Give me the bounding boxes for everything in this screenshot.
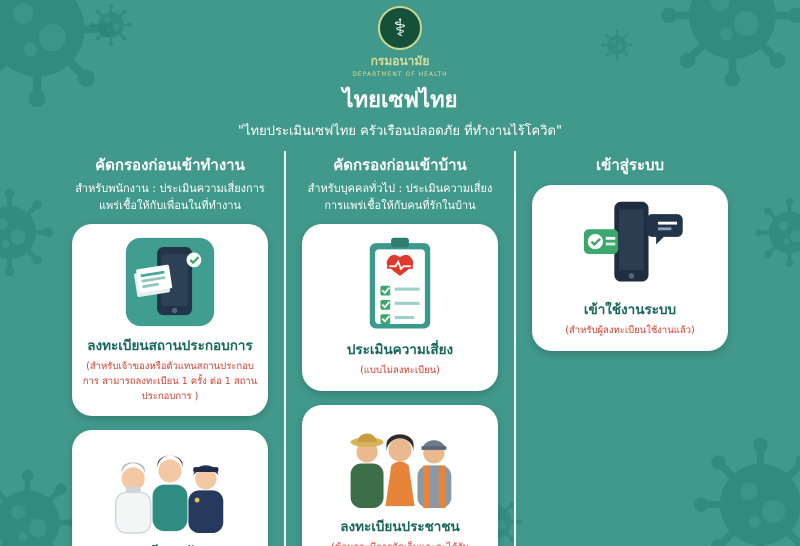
page-header: ⚕ กรมอนามัย DEPARTMENT OF HEALTH ไทยเซฟไ… bbox=[0, 0, 800, 141]
org-subtitle: DEPARTMENT OF HEALTH bbox=[352, 71, 448, 78]
column-work-subheader: สำหรับพนักงาน : ประเมินความเสี่ยงการ แพร… bbox=[75, 182, 265, 213]
org-name: กรมอนามัย bbox=[370, 54, 430, 68]
page-subtitle: "ไทยประเมินเซฟไทย ครัวเรือนปลอดภัย ที่ทำ… bbox=[238, 124, 562, 139]
menu-columns: คัดกรองก่อนเข้าทำงาน สำหรับพนักงาน : ประ… bbox=[0, 151, 800, 546]
card-register-employee[interactable]: ลงทะเบียนพนักงาน (สถานประกอบการที่ท่านสั… bbox=[72, 430, 268, 546]
card-register-establishment[interactable]: ลงทะเบียนสถานประกอบการ (สำหรับเจ้าของหรื… bbox=[72, 224, 268, 417]
card-title: ประเมินความเสี่ยง bbox=[346, 342, 454, 359]
card-title: ลงทะเบียนพนักงาน bbox=[82, 540, 258, 546]
risk-assessment-clipboard-icon bbox=[369, 237, 431, 329]
column-home-header: คัดกรองก่อนเข้าบ้าน bbox=[333, 156, 467, 174]
establishment-register-icon bbox=[125, 237, 215, 327]
column-login: เข้าสู่ระบบ bbox=[514, 151, 744, 546]
caduceus-icon: ⚕ bbox=[393, 14, 407, 42]
column-work-screening: คัดกรองก่อนเข้าทำงาน สำหรับพนักงาน : ประ… bbox=[56, 151, 284, 546]
department-of-health-logo: ⚕ bbox=[378, 6, 422, 50]
column-home-subheader: สำหรับบุคคลทั่วไป : ประเมินความเสี่ยง กา… bbox=[307, 182, 493, 213]
card-title: ลงทะเบียนประชาชน bbox=[340, 518, 460, 535]
card-login[interactable]: เข้าใช้งานระบบ (สำหรับผู้ลงทะเบียนใช้งาน… bbox=[532, 185, 728, 351]
card-note: (ข้อมูลจะมีการจัดเก็บและจะได้รับ HEALTH … bbox=[312, 541, 488, 546]
card-note: (แบบไม่ลงทะเบียน) bbox=[360, 365, 440, 377]
card-note: (สำหรับเจ้าของหรือตัวแทนสถานประกอบการ สา… bbox=[82, 361, 258, 402]
column-login-header: เข้าสู่ระบบ bbox=[595, 156, 665, 174]
employees-illustration bbox=[115, 455, 224, 535]
card-title: ลงทะเบียนสถานประกอบการ bbox=[87, 338, 253, 355]
column-home-screening: คัดกรองก่อนเข้าบ้าน สำหรับบุคคลทั่วไป : … bbox=[284, 151, 514, 546]
card-register-citizen[interactable]: ลงทะเบียนประชาชน (ข้อมูลจะมีการจัดเก็บแล… bbox=[302, 404, 498, 546]
card-title: เข้าใช้งานระบบ bbox=[583, 302, 677, 318]
card-note: (สำหรับผู้ลงทะเบียนใช้งานแล้ว) bbox=[565, 325, 695, 336]
column-work-header: คัดกรองก่อนเข้าทำงาน bbox=[95, 156, 245, 174]
card-risk-assessment[interactable]: ประเมินความเสี่ยง (แบบไม่ลงทะเบียน) bbox=[302, 224, 498, 391]
citizens-illustration bbox=[350, 433, 452, 508]
page-title: ไทยเซฟไทย bbox=[342, 88, 458, 113]
login-phone-icon bbox=[583, 201, 683, 282]
